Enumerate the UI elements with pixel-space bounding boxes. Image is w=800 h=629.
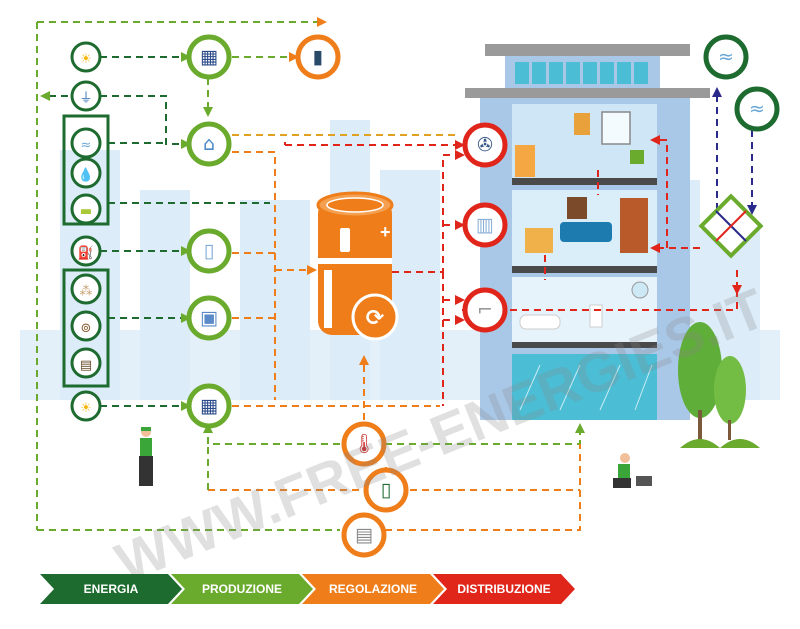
- thermal-storage-tank[interactable]: + ⟳: [316, 191, 399, 341]
- thermostat-icon: 🌡: [352, 433, 376, 455]
- boiler-icon: ▯: [204, 240, 214, 262]
- room-lobby: [512, 354, 657, 420]
- regulation-node-electric-panel[interactable]: ▤: [341, 512, 387, 558]
- radiator-icon: ▥: [476, 214, 494, 236]
- sun-icon: ☀: [80, 401, 92, 416]
- source-node-wood-chips[interactable]: ▤: [70, 347, 102, 379]
- wood-chips-icon: ▤: [80, 358, 92, 373]
- regulation-node-smart-control[interactable]: ▯: [363, 467, 409, 513]
- legend-item-regolazione: REGOLAZIONE: [302, 574, 444, 604]
- trees: [678, 322, 760, 448]
- heat-recovery-unit[interactable]: [698, 193, 764, 259]
- legend-label: PRODUZIONE: [202, 582, 282, 596]
- air-wind-icon: ≈: [718, 46, 734, 68]
- technician-left: [139, 427, 153, 486]
- source-node-sun-top[interactable]: ☀: [70, 41, 102, 73]
- legend-label: ENERGIA: [84, 582, 139, 596]
- biomass-group: [62, 268, 110, 388]
- legend-item-produzione: PRODUZIONE: [171, 574, 313, 604]
- source-node-ground[interactable]: ▬: [70, 193, 102, 225]
- air-wind-icon: ≈: [81, 138, 92, 153]
- solar-panel-icon: ▦: [200, 46, 218, 68]
- refresh-icon: ⟳: [366, 306, 385, 331]
- air-wind-icon: ≈: [749, 98, 765, 120]
- wood-logs-icon: ⊚: [81, 321, 92, 336]
- distribution-node-hot-water-tap[interactable]: ⌐: [462, 287, 508, 333]
- solar-thermal-icon: ▦: [200, 395, 218, 417]
- plug-icon: ⏚: [79, 91, 92, 106]
- water-drop-icon: 💧: [78, 167, 94, 183]
- regulation-node-thermostat[interactable]: 🌡: [341, 421, 387, 467]
- tap-icon: ⌐: [477, 299, 493, 321]
- distribution-node-radiator[interactable]: ▥: [462, 202, 508, 248]
- source-node-air[interactable]: ≈: [70, 127, 102, 159]
- source-node-logs[interactable]: ⊚: [70, 310, 102, 342]
- ventilation-node-air-out[interactable]: ≈: [703, 34, 749, 80]
- smart-home-icon: ▯: [381, 479, 391, 501]
- electric-panel-icon: ▤: [355, 524, 373, 546]
- gas-tank-icon: ⛽: [78, 245, 94, 261]
- ground-icon: ▬: [80, 204, 92, 219]
- source-node-gas[interactable]: ⛽: [70, 235, 102, 267]
- sun-icon: ☀: [80, 52, 92, 67]
- heat-pump-icon: ⌂: [203, 133, 215, 155]
- production-node-heat-pump[interactable]: ⌂: [186, 121, 232, 167]
- pellets-icon: ⁂: [80, 284, 93, 299]
- legend-bar: ENERGIA PRODUZIONE REGOLAZIONE DISTRIBUZION…: [40, 574, 575, 604]
- legend-label: REGOLAZIONE: [329, 582, 417, 596]
- battery-icon: ▮: [313, 46, 323, 68]
- legend-label: DISTRIBUZIONE: [457, 582, 550, 596]
- legend-item-distribuzione: DISTRIBUZIONE: [433, 574, 575, 604]
- distribution-node-fan-coil[interactable]: ✇: [462, 122, 508, 168]
- source-node-sun-bottom[interactable]: ☀: [70, 390, 102, 422]
- diagram-nodes: ☀ ⏚ ≈ 💧 ▬ ⛽ ⁂ ⊚ ▤ ☀ ▦ ⌂ ▯ ▣ ▦ ▮ 🌡 ▯ ▤ ✇ ▥ ⌐ ≈ ≈: [70, 34, 780, 558]
- technician-right: [613, 453, 652, 488]
- stove-icon: ▣: [200, 307, 218, 329]
- plus-symbol: +: [380, 222, 391, 242]
- source-node-electric-plug[interactable]: ⏚: [70, 80, 102, 112]
- legend-item-energia: ENERGIA: [40, 574, 182, 604]
- production-node-photovoltaic[interactable]: ▦: [186, 34, 232, 80]
- source-node-pellets[interactable]: ⁂: [70, 273, 102, 305]
- ventilation-node-air-in[interactable]: ≈: [734, 86, 780, 132]
- energy-flow-lines: [36, 17, 757, 531]
- source-node-water[interactable]: 💧: [70, 157, 102, 189]
- production-node-biomass-stove[interactable]: ▣: [186, 295, 232, 341]
- building: [465, 44, 710, 420]
- regulation-node-battery-storage[interactable]: ▮: [295, 34, 341, 80]
- fan-icon: ✇: [477, 134, 493, 156]
- production-node-solar-thermal[interactable]: ▦: [186, 383, 232, 429]
- production-node-gas-boiler[interactable]: ▯: [186, 228, 232, 274]
